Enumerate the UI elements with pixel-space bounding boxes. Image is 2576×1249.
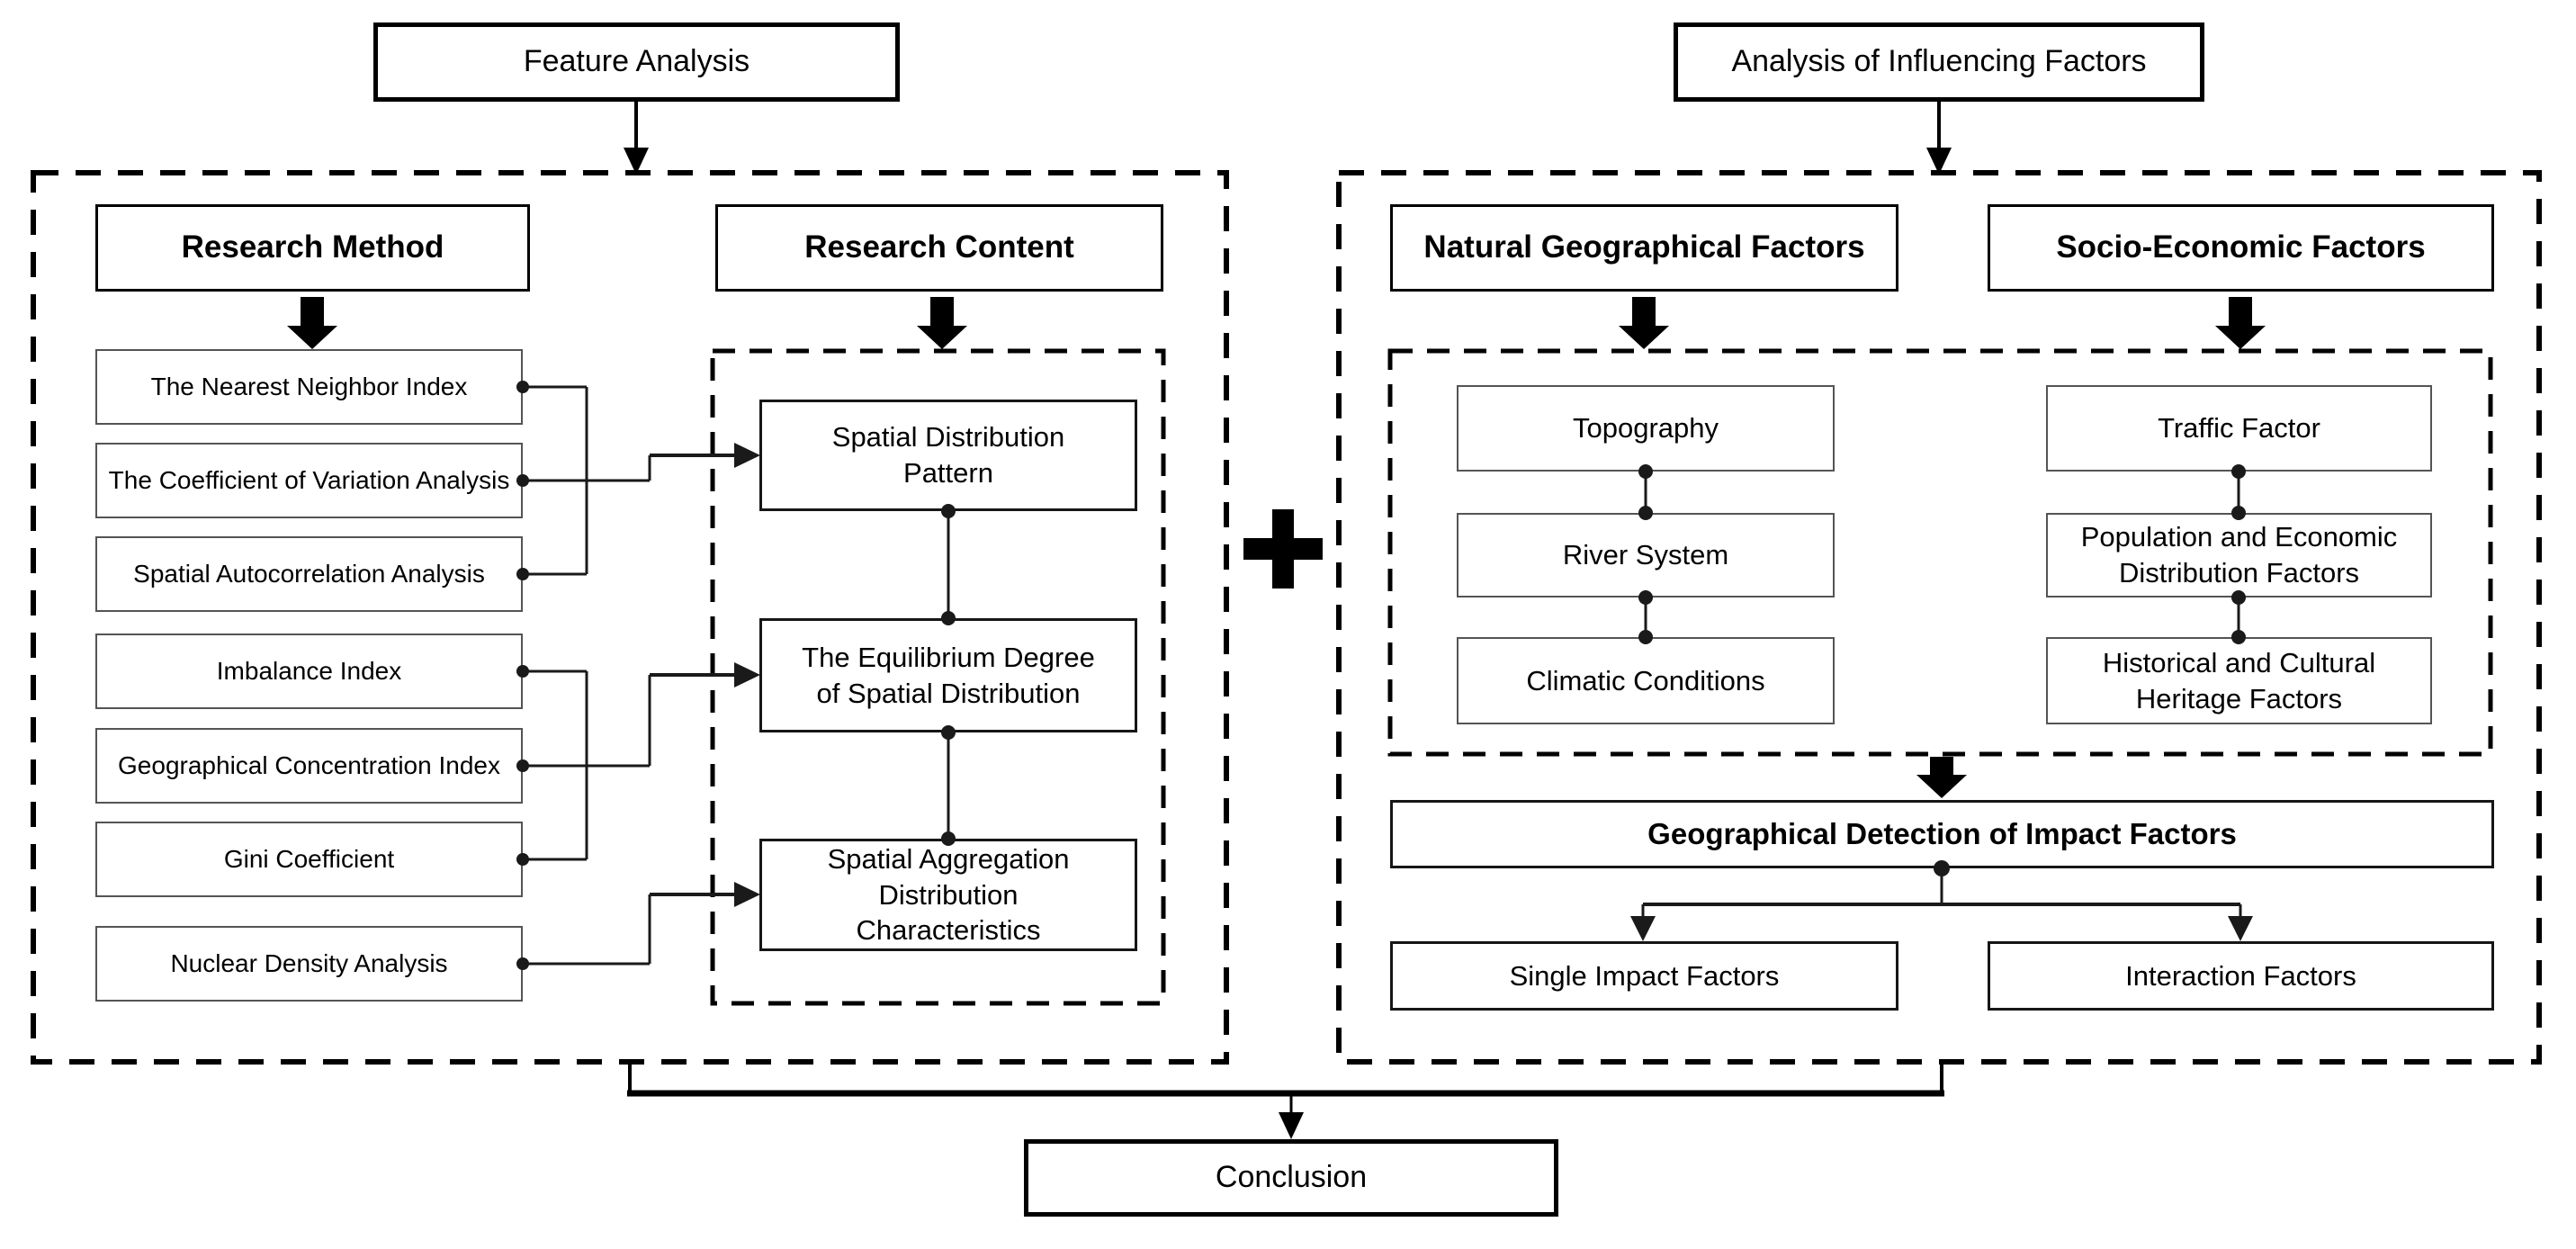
method-item-5: Geographical Concentration Index	[95, 728, 523, 804]
method-group-b-connector	[516, 662, 760, 866]
block-arrow-socio-factors	[2215, 297, 2266, 349]
right-outer-dashed-border	[1336, 170, 2542, 1065]
interaction-factors-box: Interaction Factors	[1988, 941, 2494, 1011]
natural-factors-header: Natural Geographical Factors	[1390, 204, 1898, 292]
block-arrow-natural-factors	[1619, 297, 1669, 349]
content-item-1: Spatial Distribution Pattern	[759, 400, 1137, 511]
natural-item-3: Climatic Conditions	[1457, 637, 1835, 724]
feature-analysis-arrow	[624, 102, 649, 175]
natural-item-2: River System	[1457, 513, 1835, 598]
method-item-6: Gini Coefficient	[95, 822, 523, 897]
single-impact-factors-box: Single Impact Factors	[1390, 941, 1898, 1011]
content-item-2: The Equilibrium Degree of Spatial Distri…	[759, 618, 1137, 732]
method-item-7: Nuclear Density Analysis	[95, 926, 523, 1002]
method-item-1: The Nearest Neighbor Index	[95, 349, 523, 425]
block-arrow-research-method	[287, 297, 337, 349]
influencing-factors-arrow	[1926, 102, 1952, 175]
socio-item-1: Traffic Factor	[2046, 385, 2432, 472]
natural-item-1: Topography	[1457, 385, 1835, 472]
socio-item-2: Population and Economic Distribution Fac…	[2046, 513, 2432, 598]
method-item-2: The Coefficient of Variation Analysis	[95, 443, 523, 518]
socio-economic-header: Socio-Economic Factors	[1988, 204, 2494, 292]
research-method-header: Research Method	[95, 204, 530, 292]
method-group-c-connector	[516, 882, 760, 970]
research-content-header: Research Content	[715, 204, 1163, 292]
content-item-3: Spatial Aggregation Distribution Charact…	[759, 839, 1137, 951]
method-item-4: Imbalance Index	[95, 633, 523, 709]
plus-icon	[1243, 509, 1323, 589]
socio-item-3: Historical and Cultural Heritage Factors	[2046, 637, 2432, 724]
conclusion-connector	[627, 1062, 1944, 1139]
block-arrow-research-content	[917, 297, 967, 349]
method-item-3: Spatial Autocorrelation Analysis	[95, 536, 523, 612]
detection-split-connector	[1630, 860, 2253, 941]
conclusion-box: Conclusion	[1024, 1139, 1558, 1217]
method-group-a-connector	[516, 381, 760, 580]
feature-analysis-box: Feature Analysis	[373, 22, 900, 102]
block-arrow-geographical-detection	[1916, 757, 1967, 798]
geographical-detection-box: Geographical Detection of Impact Factors	[1390, 800, 2494, 868]
influencing-factors-box: Analysis of Influencing Factors	[1674, 22, 2204, 102]
